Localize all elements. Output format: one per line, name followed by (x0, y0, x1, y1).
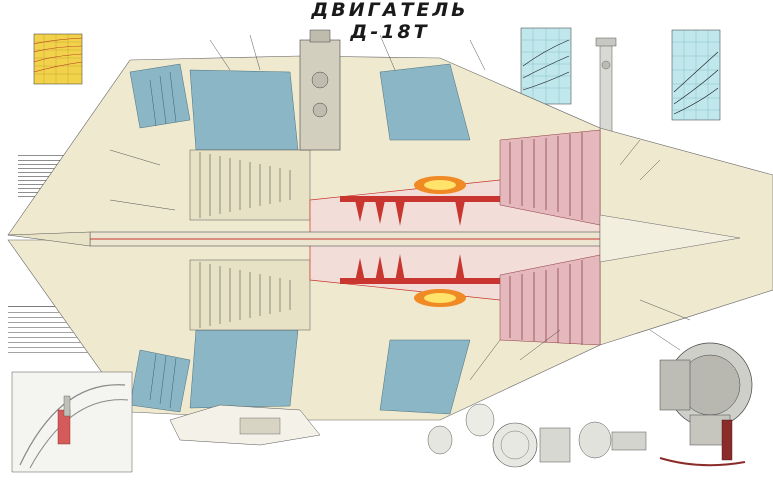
combustion-flame-icon (414, 176, 466, 307)
gearbox-icon (299, 29, 341, 151)
turbine-stages (499, 129, 601, 346)
fan-blades-icon (129, 63, 471, 415)
engine-modules-exploded (427, 403, 647, 468)
altitude-speed-chart (33, 33, 83, 85)
performance-chart-2 (671, 29, 721, 121)
poster-title: ДВИГАТЕЛЬ Д-18Т (311, 0, 469, 43)
compressor-stages (189, 149, 311, 331)
callout-lines (109, 34, 691, 381)
performance-chart-1 (520, 27, 572, 105)
engine-mount-strut (595, 37, 617, 143)
exhaust-inner-cone (599, 214, 741, 263)
shaft-icon (7, 231, 601, 247)
high-pressure-rotor-inset (659, 342, 753, 467)
medium-pressure-rotor-inset (11, 371, 133, 473)
lower-bracket (169, 404, 321, 446)
